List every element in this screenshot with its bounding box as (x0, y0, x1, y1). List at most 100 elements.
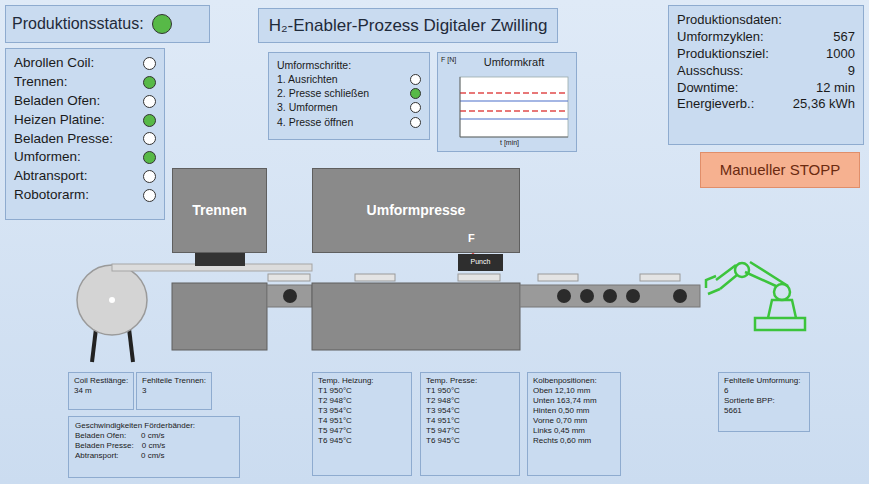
panel-value: 3 (142, 386, 206, 396)
info-panel: Temp. Presse:T1 950°CT2 948°CT3 954°CT4 … (420, 372, 520, 476)
process-step: Heizen Platine: (14, 112, 105, 129)
data-value: 12 min (816, 80, 855, 97)
info-panel: Kolbenpositionen:Oben 12,10 mmUnten 163,… (527, 372, 621, 476)
status-lamp (143, 170, 156, 183)
forming-steps: Umformschritte:1. Ausrichten2. Presse sc… (268, 52, 430, 140)
data-row: Abtransport: 0 cm/s (75, 451, 233, 461)
panel-heading: Fehlteile Trennen: (142, 376, 206, 386)
coil (77, 265, 147, 335)
status-row: Umformen: (14, 149, 156, 166)
forming-step: 4. Presse öffnen (277, 116, 353, 129)
data-value: 567 (833, 29, 855, 46)
process-step: Beladen Ofen: (14, 93, 100, 110)
press-base (312, 283, 520, 350)
process-step: Beladen Presse: (14, 131, 113, 148)
data-value: 25,36 kWh (793, 96, 855, 113)
data-label: Energieverb.: (677, 96, 754, 113)
plates (268, 274, 680, 281)
step-row: 4. Presse öffnen (277, 116, 421, 129)
cutter-base (172, 283, 267, 350)
force-chart: UmformkraftF [N] t [min] (437, 52, 577, 152)
panel-value: T2 948°C (318, 396, 406, 406)
data-value: 0 cm/s (142, 441, 166, 451)
status-lamp (143, 114, 156, 127)
status-row: Abrollen Coil: (14, 55, 156, 72)
step-row: 1. Ausrichten (277, 73, 421, 86)
data-value: 0 cm/s (141, 451, 165, 461)
panel-value: T5 947°C (426, 426, 514, 436)
machine-box: Trennen (172, 168, 267, 253)
status-lamp (143, 76, 156, 89)
panel-heading: Kolbenpositionen: (533, 376, 615, 386)
data-label: Produktionsziel: (677, 46, 769, 63)
data-label: Ausschuss: (677, 63, 743, 80)
panel-value: Links 0,45 mm (533, 426, 615, 436)
axis-label: t [min] (500, 139, 519, 148)
status-row: Produktionsstatus: (12, 14, 203, 34)
data-row: Umformzyklen: 567 (677, 29, 855, 46)
info-panel: Temp. Heizung:T1 950°CT2 948°CT3 954°CT4… (312, 372, 412, 476)
panel-value: T4 951°C (426, 416, 514, 426)
data-row: Ausschuss:9 (677, 63, 855, 80)
conveyor-speeds: Geschwindigkeiten Förderbänder:Beladen O… (68, 416, 240, 478)
panel-value: T5 947°C (318, 426, 406, 436)
status-row: Abtransport: (14, 168, 156, 185)
machine-label: Umformpresse (367, 202, 466, 220)
roller (283, 289, 297, 303)
info-panel: Coil Restlänge:34 m (68, 372, 134, 410)
roller (603, 289, 617, 303)
process-step: Trennen: (14, 74, 68, 91)
data-row: Produktionsziel: 1000 (677, 46, 855, 63)
status-row: Trennen: (14, 74, 156, 91)
data-value: 1000 (826, 46, 855, 63)
data-row: Beladen Presse:0 cm/s (75, 441, 233, 451)
panel-value: Oben 12,10 mm (533, 386, 615, 396)
panel-heading: Temp. Presse: (426, 376, 514, 386)
panel-value: 5661 (724, 406, 804, 416)
machine-box: Umformpresse (312, 168, 520, 253)
data-row: Beladen Ofen:0 cm/s (75, 431, 233, 441)
panel-heading: Fehlteile Umformung: (724, 376, 804, 386)
data-row: Energieverb.: 25,36 kWh (677, 96, 855, 113)
production-data: Produktionsdaten:Umformzyklen:567Produkt… (668, 5, 864, 145)
process-step: Abtransport: (14, 168, 88, 185)
status-row: Heizen Platine: (14, 112, 156, 129)
axis-label: F [N] (441, 56, 456, 65)
status-lamp (410, 117, 421, 128)
forming-step: 3. Umformen (277, 101, 338, 114)
status-row: Robotorarm: (14, 187, 156, 204)
panel-value: T4 951°C (318, 416, 406, 426)
status-panel: Produktionsstatus: (5, 5, 210, 43)
roller (626, 289, 640, 303)
data-label: Downtime: (677, 80, 738, 97)
panel-value: Sortierte BPP: (724, 396, 804, 406)
panel-value: Unten 163,74 mm (533, 396, 615, 406)
process-step: Umformen: (14, 149, 81, 166)
panel-value: 34 m (74, 386, 128, 396)
panel-heading: Umformschritte: (277, 59, 421, 72)
panel-value: Hinten 0,50 mm (533, 406, 615, 416)
panel-value: T2 948°C (426, 396, 514, 406)
data-label: Umformzyklen: (677, 29, 764, 46)
process-step: Abrollen Coil: (14, 55, 94, 72)
conveyor (520, 285, 700, 307)
status-lamp (410, 88, 421, 99)
step-row: 2. Presse schließen (277, 87, 421, 100)
panel-value: Vorne 0,70 mm (533, 416, 615, 426)
data-label: Abtransport: (75, 451, 133, 461)
roller (580, 289, 594, 303)
status-lamp (152, 14, 172, 34)
conveyor (267, 285, 312, 307)
forming-step: 2. Presse schließen (277, 87, 369, 100)
panel-value: T3 954°C (318, 406, 406, 416)
panel-value: T6 945°C (426, 436, 514, 446)
punch-label: Punch (471, 258, 491, 267)
status-lamp (143, 95, 156, 108)
panel-value: T1 950°C (318, 386, 406, 396)
roller (557, 289, 571, 303)
stop-button: Manueller STOPP (700, 152, 860, 188)
chart-title: Umformkraft (457, 56, 571, 70)
panel-value: T1 950°C (426, 386, 514, 396)
title-box: H₂-Enabler-Prozess Digitaler Zwilling (258, 8, 558, 43)
button-label: Manueller STOPP (720, 161, 841, 180)
